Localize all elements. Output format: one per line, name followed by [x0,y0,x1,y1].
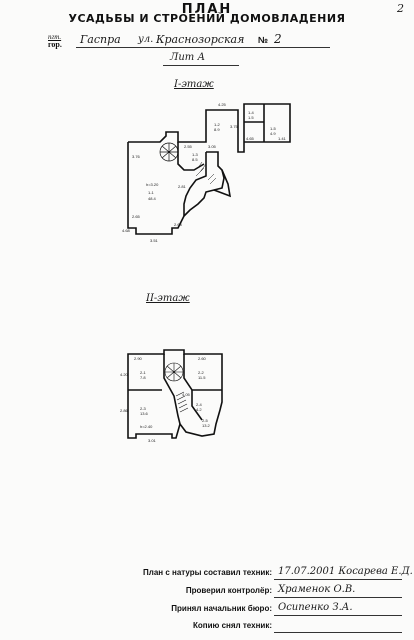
lit-underline [163,65,239,66]
signature-label: План с натуры составил техник: [142,568,272,577]
floor1-room-1-area: 48.4 [148,196,157,201]
floor1-room-2-id: 1-2 [214,122,221,127]
floor2-room-5-id: 2-5 [202,418,209,423]
document-title: ПЛАН [181,2,233,17]
floor1-dim: 2.81 [178,184,187,189]
signature-row-copy: Копию снял техник: [0,620,414,634]
address-street: Краснозорская [156,33,245,46]
signature-row-chief: Принял начальник бюро: Осипенко З.А. [0,602,414,617]
floor1-dim: 3.51 [150,238,159,243]
floor2-height: h=2.40 [140,424,153,429]
signature-row-controller: Проверил контролёр: Храменок О.В. [0,584,414,599]
document-subtitle: УСАДЬБЫ И СТРОЕНИЙ ДОМОВЛАДЕНИЯ [68,12,346,25]
signature-underline [274,579,402,580]
lit-label: Лит А [170,52,206,63]
signature-underline [274,615,402,616]
floor1-stair [159,142,179,162]
floor1-dim: 3.75 [230,124,239,129]
signature-underline [274,632,402,633]
floor1-room-5-id: 1-5 [270,126,277,131]
floor1-dim: 3.05 [208,144,217,149]
floor1-dim: 3.76 [132,154,141,159]
address-street-prefix: ул. [138,34,154,45]
signature-label: Принял начальник бюро: [171,604,272,613]
signature-label: Проверил контролёр: [185,586,272,595]
floor1-dim: 1.41 [278,136,287,141]
floor1-dim: 4.65 [246,136,255,141]
floor1-stair-hatch [195,161,217,185]
floor1-plan: 1-1 48.4 1-2 8.9 1-3 8.5 1-4 1.5 1-5 4.9… [122,102,291,243]
floor1-dim: 4.68 [122,228,131,233]
floor2-dimensions: 2.90 2.60 4.20 2.86 3.01 4.05 [120,356,207,443]
floor2-walls [127,349,223,439]
address-underline [76,47,330,48]
floor1-label: I-этаж [174,79,214,90]
floor2-room-1-id: 2-1 [140,370,147,375]
signature-value: Храменок О.В. [278,584,356,595]
floor2-room-4-area: 4.2 [196,407,202,412]
floor2-dim: 2.60 [198,356,207,361]
floor1-room-1-id: 1-1 [148,190,155,195]
floor1-dim: 2.65 [132,214,141,219]
floor2-room-2-area: 11.5 [198,375,206,380]
floor2-room-5-area: 13.2 [202,423,211,428]
floor2-room-4-id: 2-4 [196,402,203,407]
floor2-stair [164,362,189,413]
floor1-walls [127,103,291,235]
floor1-dim: 2.55 [184,144,193,149]
address-line: пгт. гор. Гаспра ул. Краснозорская № 2 [48,32,348,49]
signature-value: 17.07.2001 Косарева Е.Д. [278,566,413,577]
floor1-room-3-area: 8.5 [192,157,198,162]
signature-value: Осипенко З.А. [278,602,353,613]
floor2-dim: 4.05 [182,392,191,397]
floor1-dim: 2.63 [174,222,183,227]
signature-label: Копию снял техник: [193,621,272,630]
floor2-plan: 2-1 7.8 2-2 11.5 2-3 13.6 2-4 4.2 2-5 13… [120,349,223,443]
floor2-rooms: 2-1 7.8 2-2 11.5 2-3 13.6 2-4 4.2 2-5 13… [140,370,211,429]
address-prefix: пгт. гор. [48,33,62,49]
floor2-dim: 4.20 [120,372,129,377]
floor2-dim: 2.90 [134,356,143,361]
address-city: Гаспра [80,33,121,46]
floor2-dim: 3.01 [148,438,157,443]
floor1-room-5-area: 4.9 [270,131,276,136]
floor1-rooms: 1-1 48.4 1-2 8.9 1-3 8.5 1-4 1.5 1-5 4.9… [146,110,277,201]
floor2-room-3-area: 13.6 [140,411,149,416]
floor1-dim: 4.25 [218,102,227,107]
floor2-room-3-id: 2-3 [140,406,147,411]
floor1-dimensions: 3.51 3.76 2.65 4.25 3.75 2.55 4.65 1.41 … [122,102,287,243]
address-number: 2 [274,32,282,46]
floor1-room-3-id: 1-3 [192,152,199,157]
signature-underline [274,597,402,598]
floor1-room-2-area: 8.9 [214,127,220,132]
floor2-room-1-area: 7.8 [140,375,146,380]
signature-row-compiler: План с натуры составил техник: 17.07.200… [0,566,414,581]
floor2-room-2-id: 2-2 [198,370,205,375]
floor1-height: h=3.20 [146,182,159,187]
page-number: 2 [397,2,404,15]
floor2-label: II-этаж [146,293,190,304]
floor2-dim: 2.86 [120,408,129,413]
address-number-label: № [258,35,269,45]
settlement-type: пгт. [48,33,62,41]
floor1-room-4-id: 1-4 [248,110,255,115]
city-type: гор. [48,40,62,49]
floor1-room-4-area: 1.5 [248,115,254,120]
